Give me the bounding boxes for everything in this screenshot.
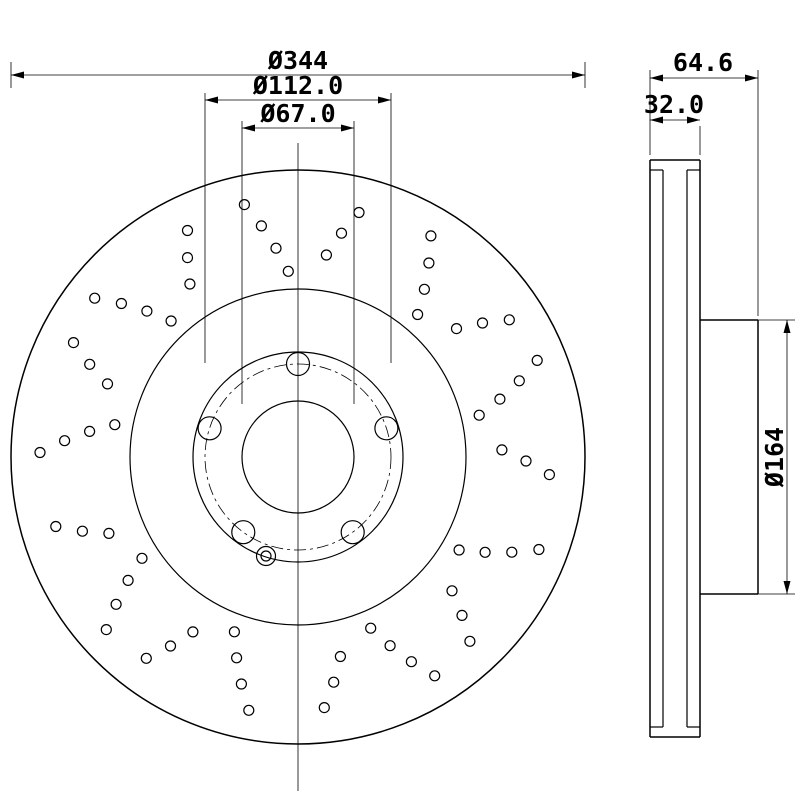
arrowhead bbox=[745, 74, 758, 82]
drilled-hole bbox=[479, 546, 491, 558]
drilled-hole bbox=[58, 435, 71, 447]
front-view-dimensions: Ø344 Ø112.0 Ø67.0 bbox=[10, 46, 586, 404]
drilled-hole bbox=[543, 469, 556, 481]
arrowhead bbox=[378, 96, 391, 104]
drilled-hole bbox=[353, 206, 365, 219]
arrowhead bbox=[205, 96, 218, 104]
hub-diameter-dimension: Ø164 bbox=[760, 427, 789, 488]
bolt-hole bbox=[374, 416, 399, 441]
drilled-hole bbox=[34, 446, 46, 459]
bolt-hole bbox=[285, 351, 311, 377]
outer-diameter-dimension: Ø344 bbox=[267, 46, 328, 75]
set-screw-inner bbox=[260, 550, 272, 562]
drilled-hole bbox=[136, 552, 148, 564]
drilled-hole bbox=[235, 678, 247, 690]
drilled-hole bbox=[418, 283, 430, 295]
drilled-hole bbox=[520, 455, 532, 467]
drilled-hole bbox=[101, 378, 114, 390]
drilled-hole bbox=[89, 292, 101, 304]
drilled-hole bbox=[464, 635, 476, 647]
arrowhead bbox=[242, 124, 255, 132]
drilled-hole bbox=[228, 626, 240, 638]
drilled-hole bbox=[165, 315, 177, 327]
drilled-hole bbox=[531, 354, 543, 366]
drilled-hole bbox=[270, 242, 282, 254]
bolt-hole bbox=[231, 520, 256, 545]
side-view bbox=[649, 159, 759, 738]
drilled-hole bbox=[405, 656, 417, 668]
bolt-hole bbox=[340, 520, 365, 545]
drilled-hole bbox=[110, 598, 122, 610]
drilled-hole bbox=[494, 393, 506, 405]
bolt-circle bbox=[204, 363, 392, 551]
set-screw-hole bbox=[255, 545, 277, 567]
drilled-hole bbox=[181, 252, 194, 264]
drilled-hole bbox=[141, 305, 153, 317]
arrowhead bbox=[11, 71, 24, 79]
drilled-hole bbox=[473, 409, 485, 421]
drilled-hole bbox=[103, 527, 115, 540]
arrowhead bbox=[650, 74, 663, 82]
arrowhead bbox=[783, 581, 791, 594]
center-bore-dimension: Ø67.0 bbox=[259, 99, 335, 128]
center-bore-circle bbox=[241, 400, 355, 514]
drilled-hole bbox=[453, 544, 465, 556]
drilled-hole bbox=[318, 701, 330, 714]
drilled-hole bbox=[122, 574, 134, 587]
bolt-circle-dimension: Ø112.0 bbox=[252, 71, 343, 100]
bolt-hole bbox=[197, 416, 222, 441]
side-view-dimensions: 64.6 32.0 Ø164 bbox=[644, 48, 795, 595]
drilled-hole bbox=[450, 323, 463, 335]
drilled-hole bbox=[446, 585, 458, 597]
drilled-hole bbox=[425, 230, 437, 242]
drilled-hole bbox=[187, 626, 199, 638]
drilled-hole bbox=[76, 525, 89, 537]
arrowhead bbox=[341, 124, 354, 132]
drilled-hole bbox=[238, 199, 250, 211]
drilled-hole bbox=[513, 375, 525, 387]
drilled-hole bbox=[429, 670, 441, 682]
drilled-hole bbox=[100, 623, 112, 636]
drilled-hole bbox=[67, 337, 80, 349]
arrowhead bbox=[687, 116, 700, 124]
drilled-hole bbox=[320, 249, 332, 261]
drilled-hole bbox=[533, 543, 545, 556]
drilled-hole bbox=[365, 622, 377, 634]
drilled-hole bbox=[456, 609, 468, 622]
drilled-hole bbox=[423, 257, 435, 269]
drilled-hole bbox=[506, 546, 518, 558]
drilled-hole bbox=[140, 652, 152, 664]
disc-thickness-dimension: 32.0 bbox=[644, 90, 704, 119]
drilled-hole bbox=[115, 297, 128, 310]
drilled-hole bbox=[231, 652, 243, 664]
drilled-hole bbox=[109, 419, 121, 431]
drilled-hole bbox=[496, 444, 508, 456]
drilled-hole bbox=[243, 704, 255, 716]
drilled-hole bbox=[476, 317, 489, 329]
drilled-hole bbox=[84, 358, 96, 370]
outer-diameter-circle bbox=[10, 169, 586, 745]
set-screw-outer bbox=[255, 545, 277, 567]
friction-surface-inner-circle bbox=[129, 288, 467, 626]
drilled-hole bbox=[335, 227, 348, 239]
drilled-hole bbox=[384, 640, 396, 652]
bolt-holes bbox=[197, 351, 399, 545]
drilled-hole bbox=[50, 520, 62, 533]
drilled-hole bbox=[83, 425, 96, 437]
drilled-hole bbox=[181, 224, 194, 237]
front-view bbox=[10, 143, 586, 791]
drilled-hole bbox=[503, 314, 515, 326]
total-width-dimension: 64.6 bbox=[673, 48, 733, 77]
drilled-hole bbox=[334, 650, 346, 663]
arrowhead bbox=[650, 116, 663, 124]
drilled-hole bbox=[184, 278, 196, 290]
drilled-hole bbox=[328, 676, 340, 688]
drilled-hole bbox=[282, 265, 294, 277]
drilled-holes-pattern bbox=[34, 199, 556, 716]
drilled-hole bbox=[164, 640, 177, 652]
drilled-hole bbox=[412, 308, 424, 321]
arrowhead bbox=[572, 71, 585, 79]
arrowhead bbox=[783, 320, 791, 333]
drilled-hole bbox=[255, 220, 267, 232]
